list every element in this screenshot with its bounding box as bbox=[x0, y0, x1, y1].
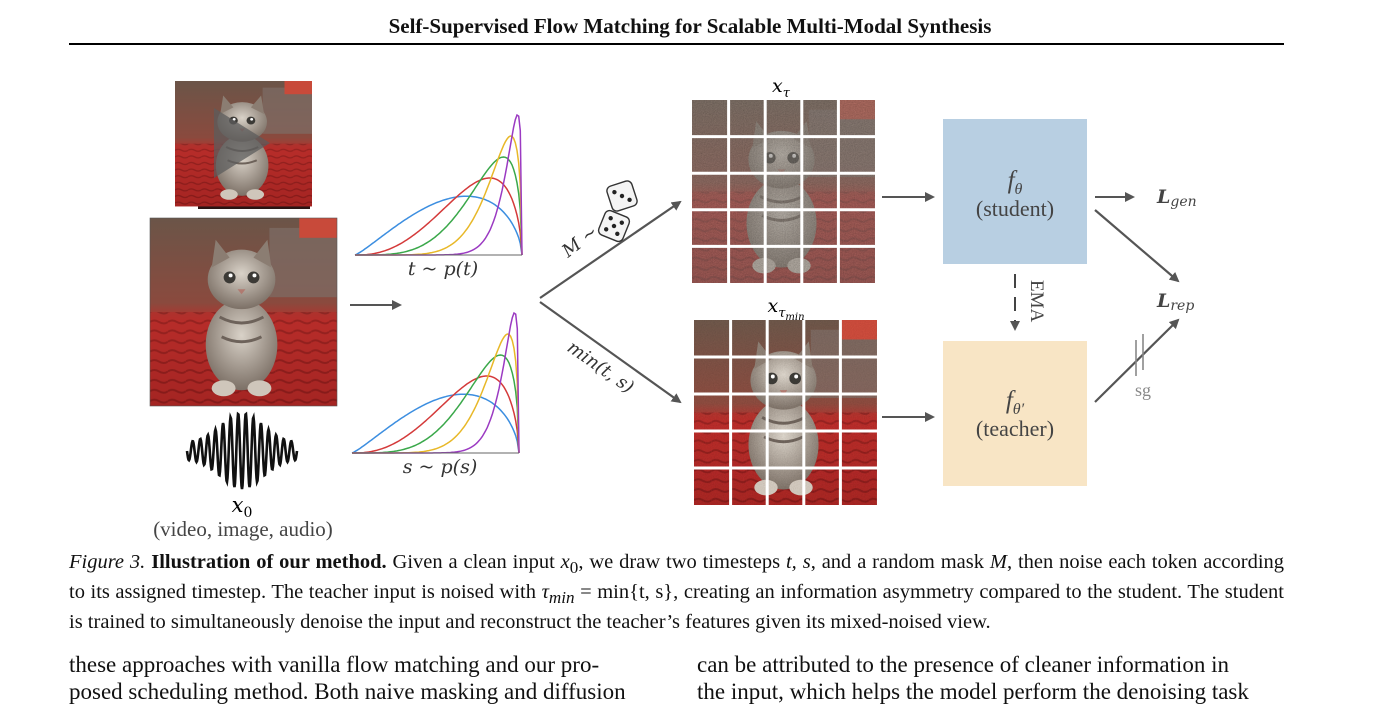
caption-math: M bbox=[990, 551, 1007, 573]
teacher-input-symbol: xτmin bbox=[767, 295, 804, 323]
body-line: posed scheduling method. Both naive mask… bbox=[69, 678, 657, 705]
body-line: these approaches with vanilla flow match… bbox=[69, 651, 657, 678]
caption-text: Given a clean input bbox=[387, 551, 561, 573]
loss-gen: Lgen bbox=[1156, 186, 1197, 210]
audio-waveform-icon bbox=[187, 414, 297, 489]
student-input-grid bbox=[692, 100, 875, 283]
student-input-symbol: xτ bbox=[772, 75, 791, 101]
figure-caption: Figure 3. Illustration of our method. Gi… bbox=[69, 550, 1284, 635]
student-name: (student) bbox=[976, 196, 1054, 221]
caption-math-sub: min bbox=[549, 588, 575, 607]
teacher-input-grid bbox=[694, 320, 877, 505]
timestep-distribution-t bbox=[355, 115, 522, 255]
caption-math: x bbox=[561, 551, 570, 573]
caption-label: Figure 3. bbox=[69, 551, 145, 573]
dist-s-label: s ~ p(s) bbox=[403, 456, 478, 478]
distribution-curve bbox=[352, 376, 519, 453]
video-thumbnail-stack bbox=[175, 81, 312, 209]
caption-title: Illustration of our method. bbox=[151, 551, 386, 573]
body-line: can be attributed to the presence of cle… bbox=[697, 651, 1285, 678]
caption-math: = min{t, s} bbox=[575, 581, 674, 603]
distribution-curve bbox=[355, 196, 522, 255]
timestep-distribution-s bbox=[352, 313, 519, 453]
arrow-student-to-loss-rep bbox=[1095, 210, 1178, 281]
input-image bbox=[150, 218, 337, 406]
method-figure: x0 (video, image, audio) t ~ p(t) s ~ p(… bbox=[0, 0, 1380, 545]
sg-label: sg bbox=[1135, 380, 1151, 400]
ema-label: EMA bbox=[1026, 280, 1047, 323]
input-description: (video, image, audio) bbox=[153, 517, 333, 541]
mask-label: M ~ bbox=[557, 221, 602, 262]
loss-rep: Lrep bbox=[1156, 290, 1194, 314]
distribution-curve bbox=[355, 178, 522, 255]
dice-icon bbox=[597, 180, 638, 243]
body-column-left: these approaches with vanilla flow match… bbox=[69, 651, 657, 711]
caption-math: t, s bbox=[786, 551, 811, 573]
dist-t-label: t ~ p(t) bbox=[408, 258, 478, 280]
caption-math: τ bbox=[542, 581, 549, 603]
body-line: the input, which helps the model perform… bbox=[697, 678, 1285, 705]
arrow-to-teacher-input bbox=[540, 302, 680, 402]
distribution-curve bbox=[352, 394, 519, 453]
caption-text: , we draw two timesteps bbox=[578, 551, 786, 573]
body-column-right: can be attributed to the presence of cle… bbox=[697, 651, 1285, 711]
teacher-name: (teacher) bbox=[976, 416, 1054, 441]
caption-text: , and a random mask bbox=[811, 551, 990, 573]
